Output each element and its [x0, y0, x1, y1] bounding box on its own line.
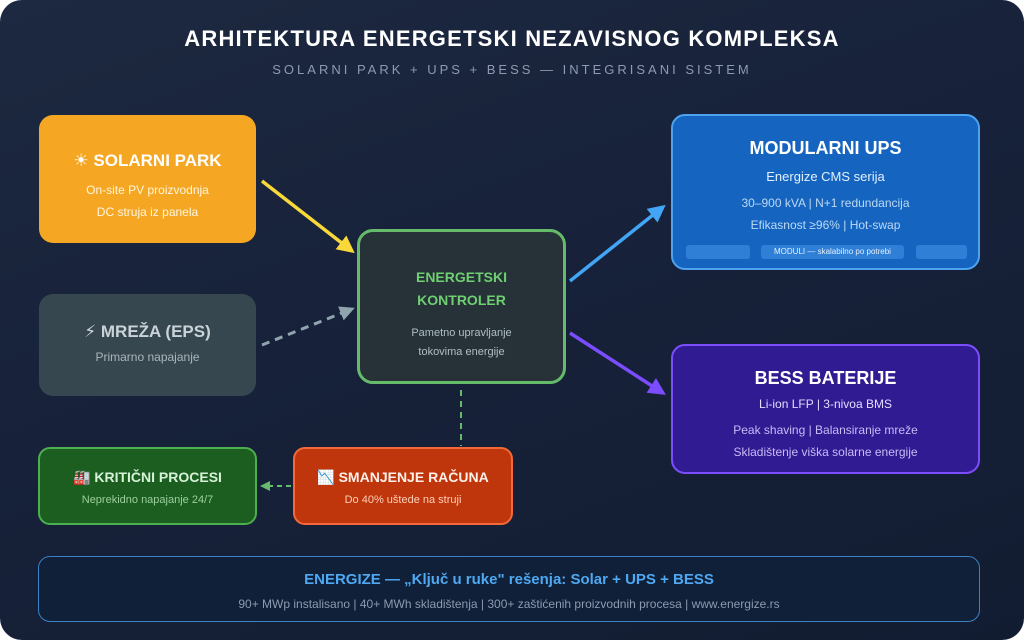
- solar-park-box: ☀ SOLARNI PARK On-site PV proizvodnja DC…: [39, 115, 256, 243]
- ups-modules-label: MODULI — skalabilno po potrebi: [761, 245, 904, 259]
- bess-subtitle: Li-ion LFP | 3-nivoa BMS: [759, 397, 892, 411]
- solar-park-title: ☀ SOLARNI PARK: [73, 151, 222, 170]
- grid-box: ⚡ MREŽA (EPS) Primarno napajanje: [39, 294, 256, 396]
- arrow-controller-to-bess: [569, 331, 666, 395]
- bess-title: BESS BATERIJE: [754, 368, 897, 388]
- ups-title: MODULARNI UPS: [749, 138, 902, 158]
- footer-stats: 90+ MWp instalisano | 40+ MWh skladišten…: [238, 597, 780, 611]
- arrow-solar-to-controller: [260, 179, 355, 254]
- critical-line-1: Neprekidno napajanje 24/7: [81, 494, 214, 506]
- ups-module-left: [686, 245, 750, 259]
- ups-line-1: 30–900 kVA | N+1 redundancija: [741, 196, 910, 210]
- critical-title: 🏭 KRITIČNI PROCESI: [73, 469, 222, 485]
- cost-title: 📉 SMANJENJE RAČUNA: [317, 469, 489, 485]
- grid-title: ⚡ MREŽA (EPS): [84, 322, 211, 341]
- controller-line-1: Pametno upravljanje: [411, 327, 512, 339]
- factory-icon: 🏭: [73, 469, 91, 485]
- arrow-controller-to-ups: [568, 204, 666, 283]
- footer-banner: ENERGIZE — „Ključ u ruke" rešenja: Solar…: [38, 556, 980, 622]
- critical-processes-box: 🏭 KRITIČNI PROCESI Neprekidno napajanje …: [38, 447, 257, 525]
- page-title: ARHITEKTURA ENERGETSKI NEZAVISNOG KOMPLE…: [184, 26, 840, 51]
- ups-module-right: [916, 245, 967, 259]
- lightning-icon: ⚡: [84, 322, 97, 341]
- chart-down-icon: 📉: [317, 469, 335, 485]
- page-subtitle: SOLARNI PARK + UPS + BESS — INTEGRISANI …: [272, 62, 752, 77]
- controller-title: ENERGETSKI KONTROLER: [415, 269, 507, 308]
- bess-line-2: Skladištenje viška solarne energije: [733, 445, 918, 459]
- cost-reduction-box: 📉 SMANJENJE RAČUNA Do 40% uštede na stru…: [293, 447, 513, 525]
- cost-line-1: Do 40% uštede na struji: [344, 494, 462, 506]
- solar-line-2: DC struja iz panela: [96, 205, 199, 219]
- ups-line-2: Efikasnost ≥96% | Hot-swap: [750, 218, 901, 232]
- sun-icon: ☀: [73, 151, 89, 170]
- bess-line-1: Peak shaving | Balansiranje mreže: [733, 423, 918, 437]
- ups-subtitle: Energize CMS serija: [766, 169, 885, 184]
- modular-ups-box: MODULARNI UPS Energize CMS serija 30–900…: [671, 114, 980, 270]
- controller-line-2: tokovima energije: [418, 346, 505, 358]
- solar-line-1: On-site PV proizvodnja: [86, 183, 209, 197]
- energy-controller-box: ENERGETSKI KONTROLER Pametno upravljanje…: [357, 229, 566, 384]
- grid-line-1: Primarno napajanje: [95, 350, 200, 364]
- footer-title: ENERGIZE — „Ključ u ruke" rešenja: Solar…: [304, 571, 714, 588]
- bess-box: BESS BATERIJE Li-ion LFP | 3-nivoa BMS P…: [671, 344, 980, 474]
- arrow-grid-to-controller: [261, 306, 355, 347]
